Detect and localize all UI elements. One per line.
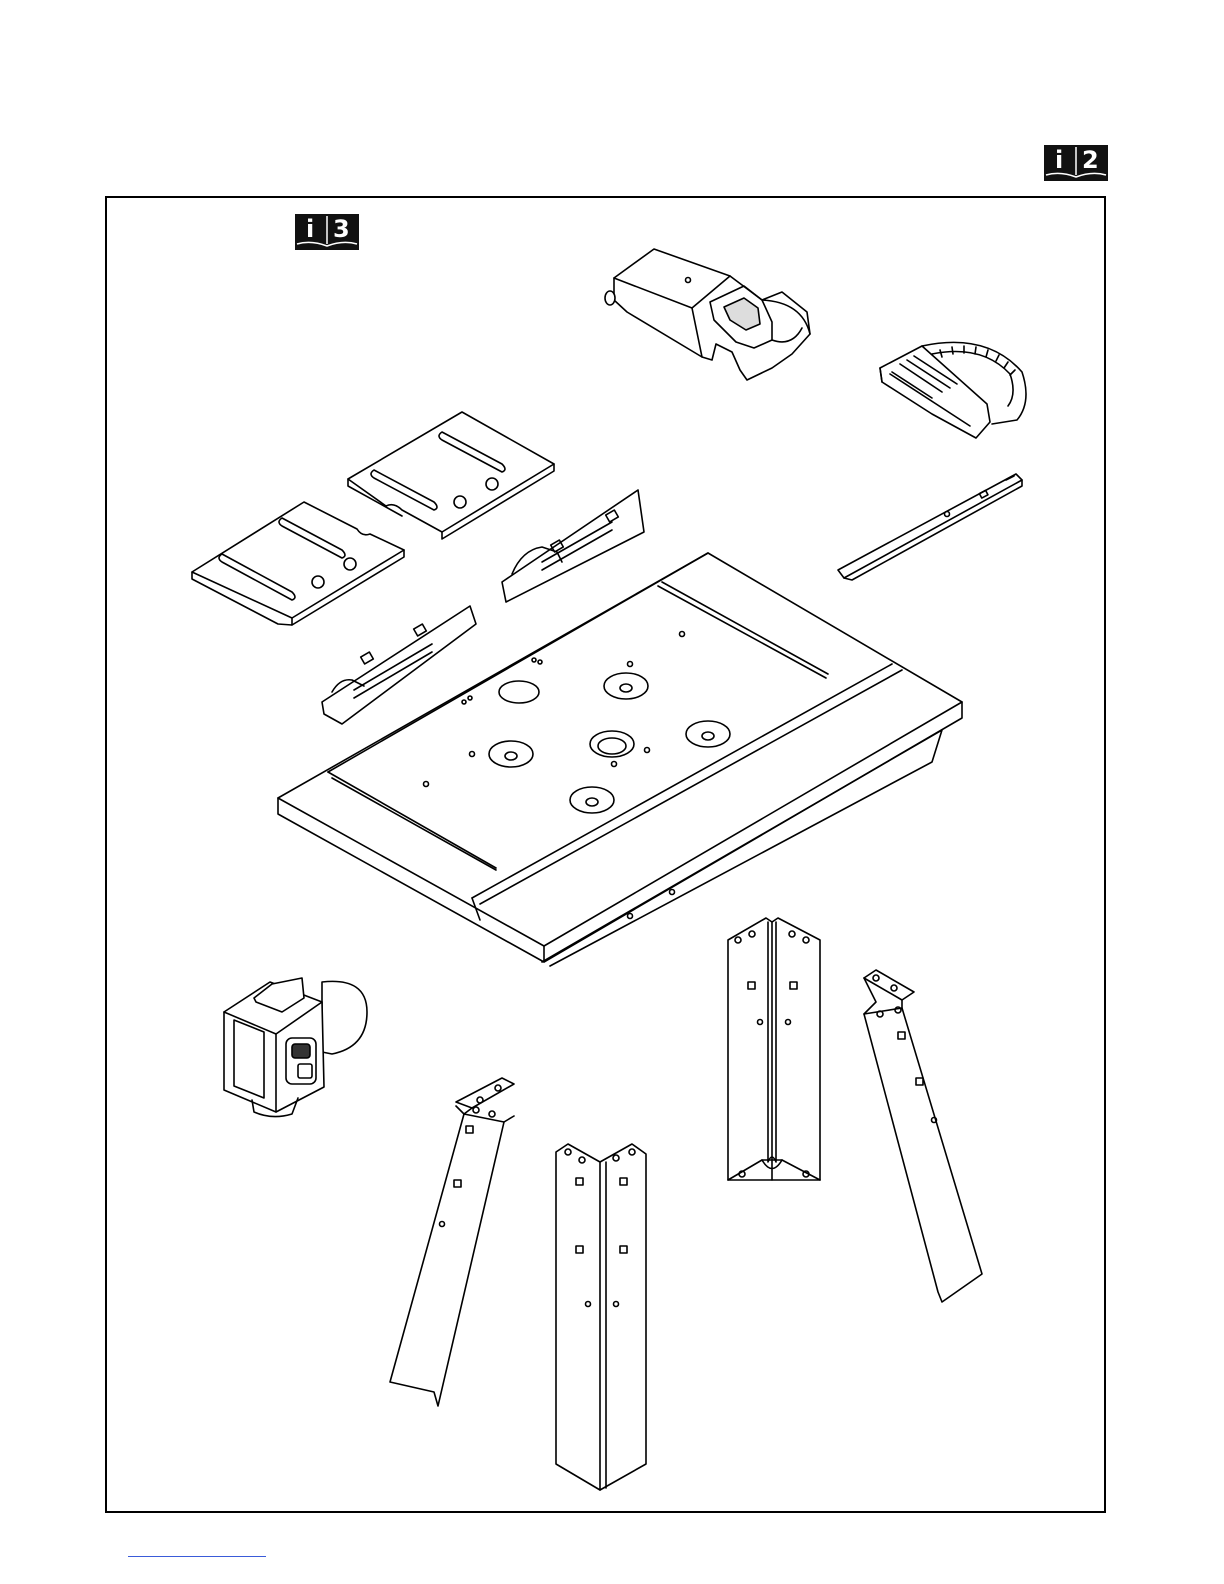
rip-fence-bracket-front xyxy=(502,490,644,602)
badge-number: 2 xyxy=(1082,147,1099,173)
table-insert-plate-right xyxy=(348,412,554,539)
exploded-parts-drawing xyxy=(107,198,1104,1511)
leg-angled-rear xyxy=(864,970,982,1302)
mitre-gauge xyxy=(880,342,1026,438)
switch-box xyxy=(224,978,367,1117)
info-manual-badge-2: i 2 xyxy=(1044,145,1108,181)
blade-guard xyxy=(605,249,810,380)
leg-angled-front xyxy=(390,1078,514,1406)
guide-bar xyxy=(838,474,1022,580)
leg-corner-rear xyxy=(728,918,820,1180)
parts-figure-frame: i 3 xyxy=(105,196,1106,1513)
footer-rule xyxy=(128,1556,266,1557)
badge-letter: i xyxy=(1055,147,1063,173)
leg-corner-front xyxy=(556,1144,646,1490)
table-top xyxy=(278,553,962,966)
table-insert-plate-left xyxy=(192,502,404,625)
